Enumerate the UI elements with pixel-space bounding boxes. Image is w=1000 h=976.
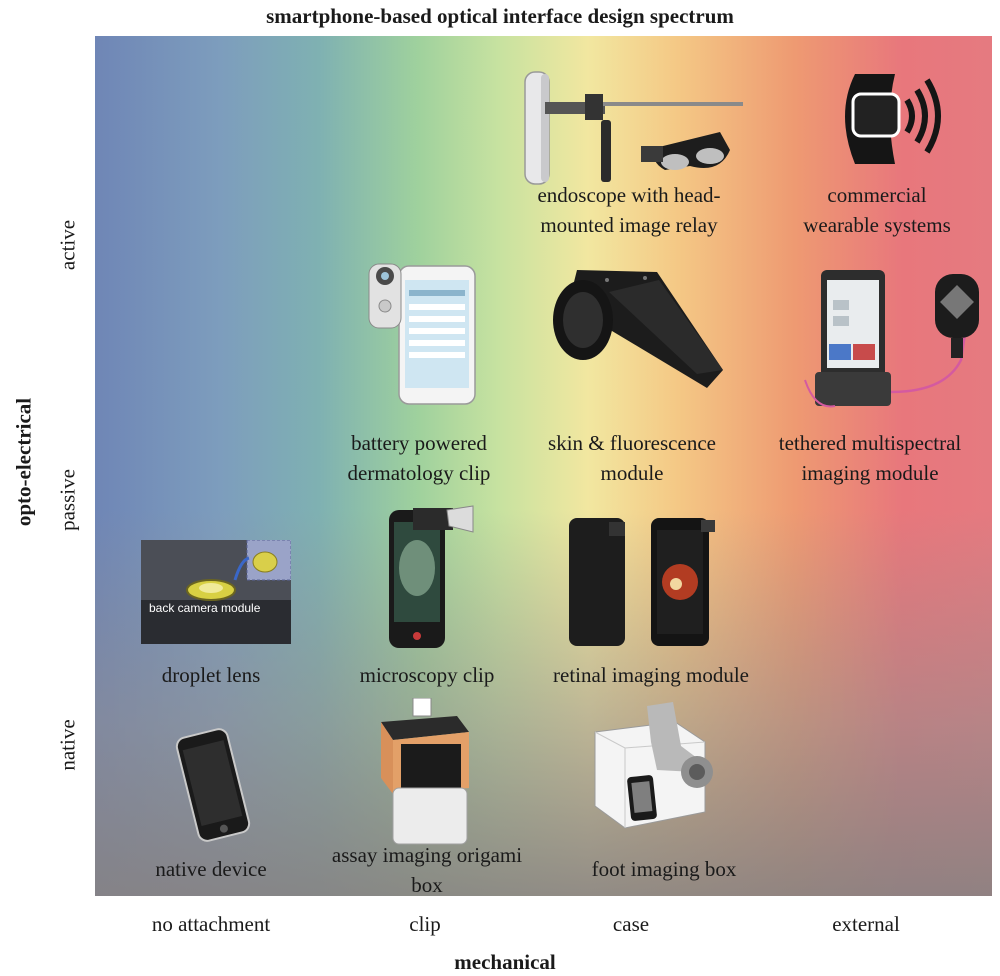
item-tethered-line2: imaging module <box>801 461 939 485</box>
item-retinal: retinal imaging module <box>553 660 749 690</box>
x-level-case: case <box>612 912 650 936</box>
endoscope-icon <box>524 71 743 185</box>
microscopy-clip-icon <box>389 505 474 648</box>
item-skin: skin & fluorescence module <box>548 428 716 488</box>
x-level-no-attachment: no attachment <box>151 912 271 936</box>
item-origami-line2: box <box>411 873 443 896</box>
y-level-passive: passive <box>55 469 80 531</box>
item-wearable-line1: commercial <box>827 183 927 207</box>
wearable-watch-icon <box>845 74 941 164</box>
item-dermatology-line2: dermatology clip <box>347 461 491 485</box>
item-dermatology: battery powered dermatology clip <box>348 428 491 488</box>
item-tethered-line1: tethered multispectral <box>778 431 962 455</box>
item-retinal-line1: retinal imaging module <box>553 663 749 687</box>
skin-fluorescence-module-icon <box>553 270 723 388</box>
origami-box-icon <box>381 698 469 845</box>
item-endoscope: endoscope with head- mounted image relay <box>537 180 720 240</box>
item-endoscope-line2: mounted image relay <box>540 213 718 237</box>
foot-imaging-box-icon <box>594 702 713 829</box>
item-wearable: commercial wearable systems <box>803 180 951 240</box>
droplet-inset-label: back camera module <box>149 601 261 615</box>
item-endoscope-line1: endoscope with head- <box>537 183 721 207</box>
item-skin-line1: skin & fluorescence <box>548 431 716 455</box>
item-origami: assay imaging origami box <box>332 840 522 896</box>
retinal-imaging-icon <box>569 518 715 646</box>
figure-title: smartphone-based optical interface desig… <box>266 4 734 28</box>
item-droplet-line1: droplet lens <box>161 663 261 687</box>
item-origami-line1: assay imaging origami <box>331 843 523 867</box>
item-foot: foot imaging box <box>592 854 737 884</box>
item-droplet: droplet lens <box>162 660 261 690</box>
item-tethered: tethered multispectral imaging module <box>779 428 962 488</box>
native-device-icon <box>175 728 251 842</box>
y-axis-label: opto-electrical <box>11 397 36 527</box>
x-axis-label: mechanical <box>454 950 556 974</box>
droplet-lens-icon: back camera module <box>141 540 291 644</box>
y-level-native: native <box>55 719 80 771</box>
spectrum-panel: endoscope with head- mounted image relay… <box>95 36 992 896</box>
dermatology-clip-icon <box>368 263 476 405</box>
item-microscopy-line1: microscopy clip <box>359 663 495 687</box>
item-foot-line1: foot imaging box <box>591 857 737 881</box>
item-microscopy: microscopy clip <box>360 660 495 690</box>
item-skin-line2: module <box>600 461 664 485</box>
y-level-active: active <box>55 219 80 271</box>
x-level-clip: clip <box>409 912 441 936</box>
tethered-multispectral-icon <box>804 270 979 408</box>
item-dermatology-line1: battery powered <box>351 431 487 455</box>
item-wearable-line2: wearable systems <box>803 213 951 237</box>
item-native: native device <box>155 854 266 884</box>
x-level-external: external <box>832 912 900 936</box>
item-native-line1: native device <box>155 857 267 881</box>
